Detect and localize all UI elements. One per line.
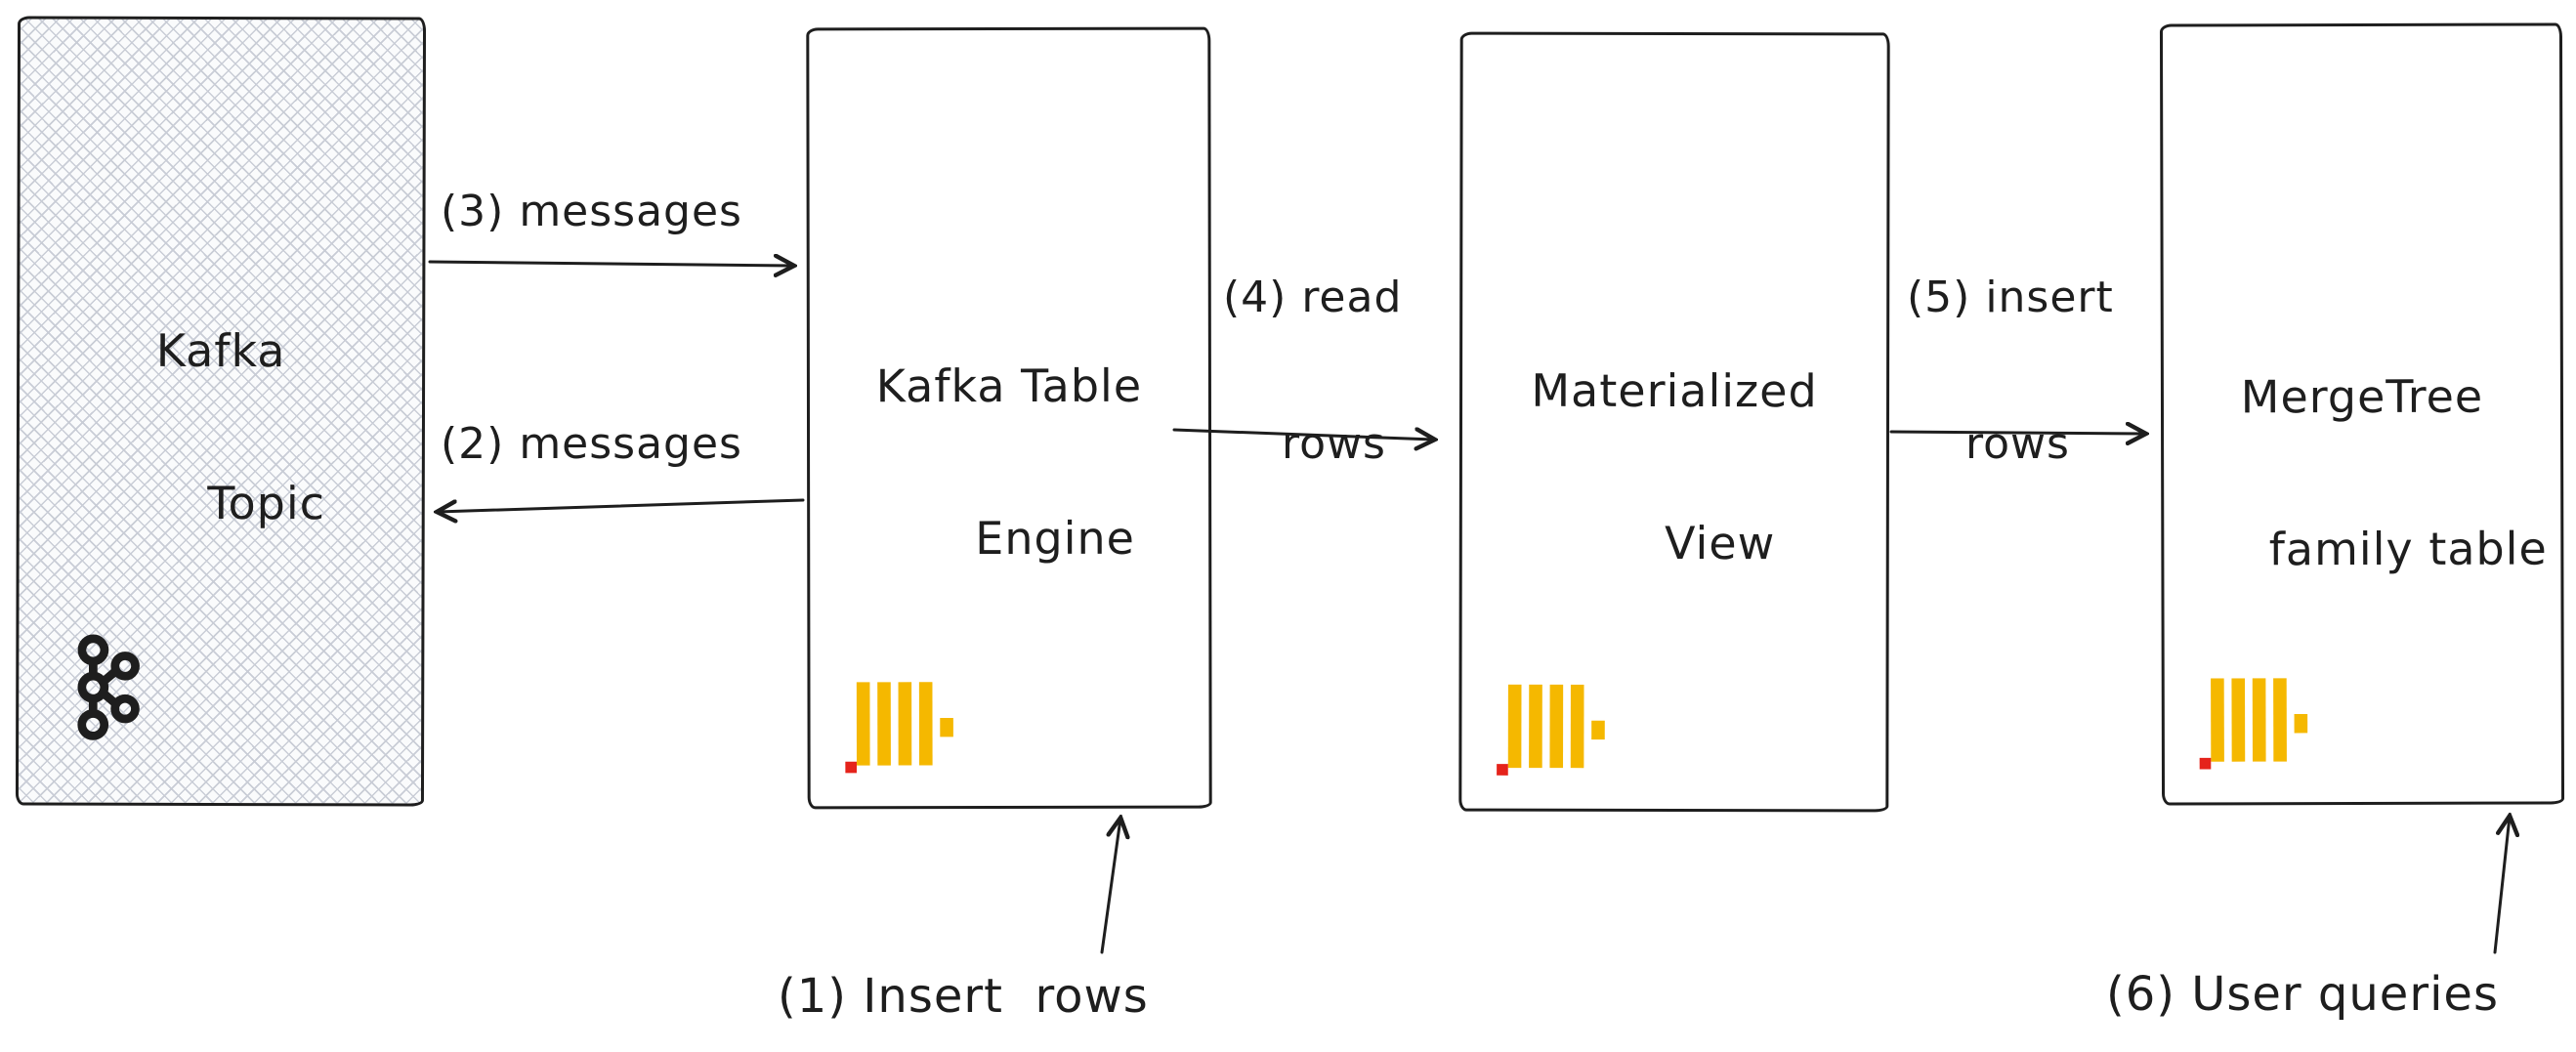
node-kafka-table-engine-label: Kafka Table Engine [810,348,1209,653]
node-materialized-view-label-line1: Materialized [1531,363,1818,418]
edge-label-insert-rows-1: (1) Insert rows [778,969,1149,1024]
node-kafka-table-engine: Kafka Table Engine [806,26,1212,810]
node-kafka-table-engine-label-line2: Engine [975,512,1135,566]
kafka-icon [77,634,140,740]
edge-user-queries-6-arrow [2493,817,2510,954]
node-kafka-topic-label: Kafka Topic [19,312,422,618]
edge-label-insert-rows-5: (5) insert rows [1907,262,2114,554]
edge-insert-rows-1-arrow [1100,819,1120,954]
edge-label-insert-rows-5-line2: rows [1964,418,2070,469]
node-materialized-view-label: Materialized View [1462,353,1887,659]
node-kafka-topic: Kafka Topic [15,16,427,807]
edge-label-messages-3: (3) messages [441,187,742,236]
clickhouse-icon [845,682,953,774]
edge-label-messages-2: (2) messages [441,419,742,469]
clickhouse-icon [1497,684,1605,776]
edge-label-insert-rows-5-line1: (5) insert [1907,273,2114,322]
node-mergetree-label: MergeTree family table [2164,358,2561,664]
node-kafka-table-engine-label-line1: Kafka Table [875,358,1143,413]
edge-messages-2-arrow [438,498,805,512]
clickhouse-icon [2199,678,2308,770]
edge-messages-3-arrow [428,262,793,266]
edge-label-user-queries-6: (6) User queries [2106,967,2499,1022]
node-mergetree-table: MergeTree family table [2159,22,2565,806]
node-materialized-view-label-line2: View [1665,517,1776,570]
edge-label-read-rows-4-line2: rows [1281,418,1386,469]
node-kafka-topic-label-line1: Kafka [155,323,286,378]
node-mergetree-label-line1: MergeTree [2240,369,2484,424]
node-mergetree-label-line2: family table [2268,522,2548,576]
edge-label-read-rows-4: (4) read rows [1223,262,1402,554]
node-kafka-topic-label-line2: Topic [207,477,326,530]
node-materialized-view: Materialized View [1458,31,1890,813]
edge-label-read-rows-4-line1: (4) read [1223,273,1403,322]
